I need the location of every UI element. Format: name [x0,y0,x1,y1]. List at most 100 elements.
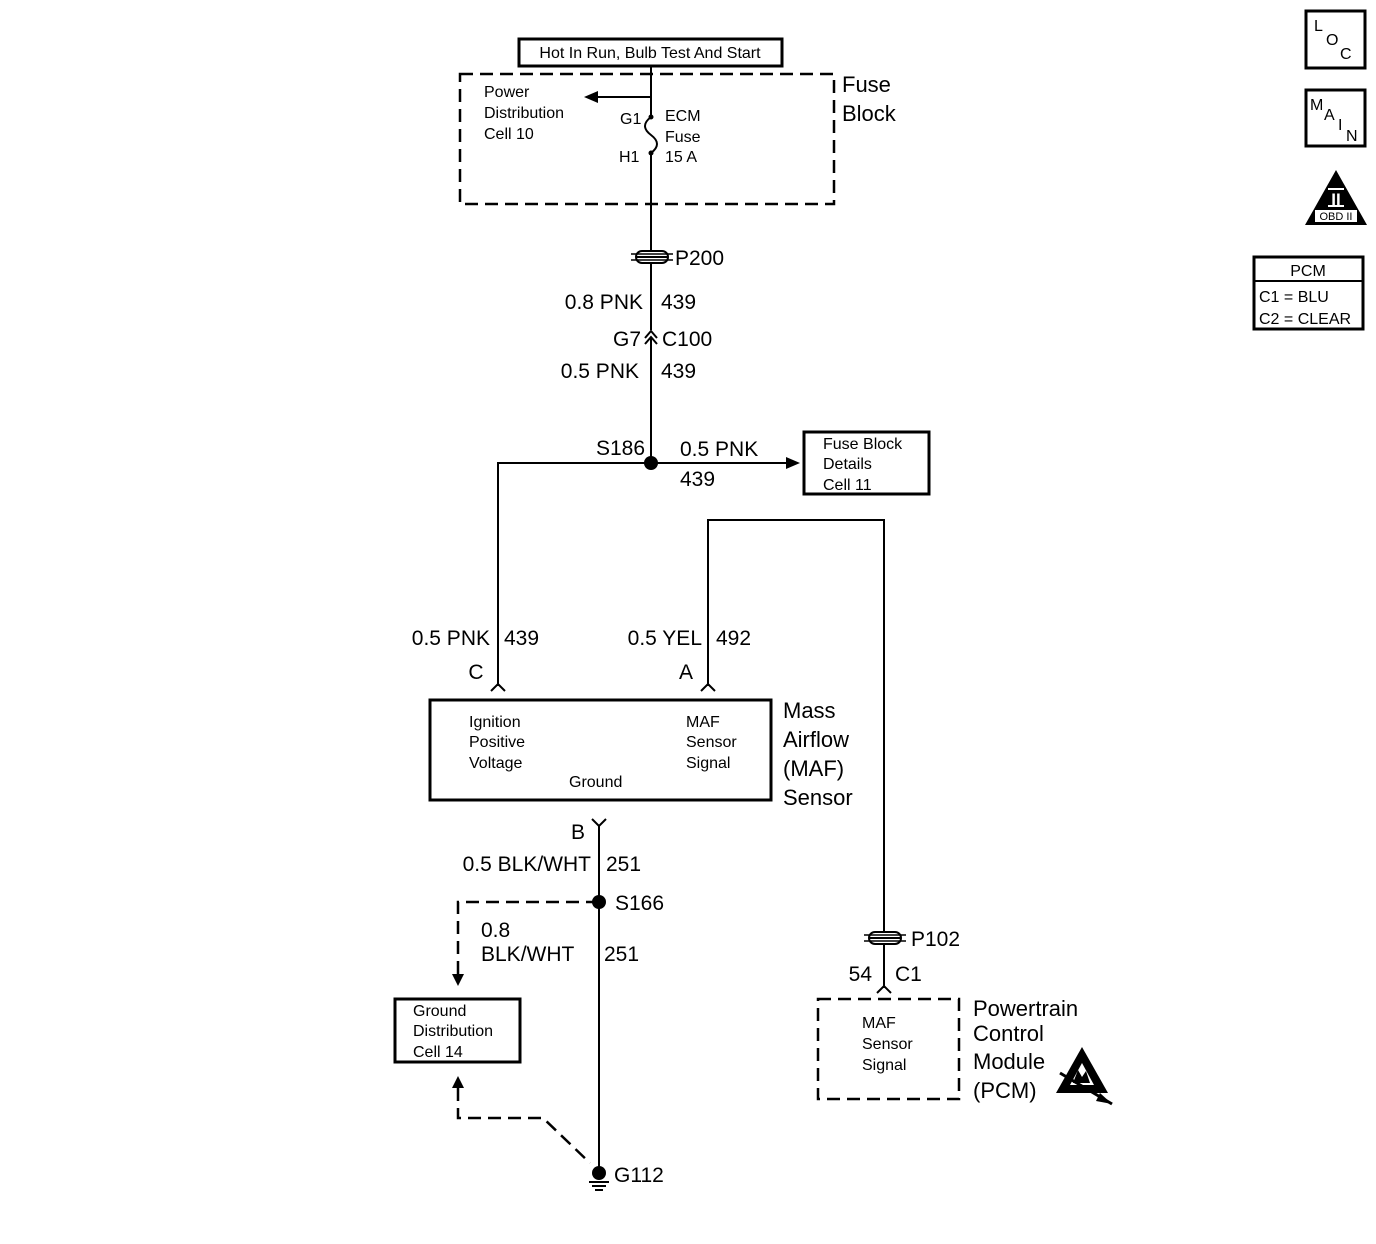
pcm-sig-line1: MAF [862,1015,896,1032]
pcm-legend-row1: C1 = BLU [1259,289,1329,306]
maf-ground-label: Ground [569,774,622,791]
maf-a-wire-gauge: 0.5 YEL [628,627,702,650]
branch-wire-gauge: 0.5 PNK [680,438,758,461]
maf-ign-line2: Positive [469,734,525,751]
upper-wire-circuit: 439 [661,291,696,314]
s166-label: S166 [615,892,664,915]
maf-pin-b-connector-icon [591,818,607,828]
maf-sig-line2: Sensor [686,734,737,751]
power-dist-line3: Cell 10 [484,126,534,143]
p200-label: P200 [675,247,724,270]
ground-dist-dashed-lower [456,1088,591,1164]
fuse-details-arrow [786,457,800,469]
g112-label: G112 [614,1164,664,1187]
maf-b-wire-gauge: 0.5 BLK/WHT [463,853,592,876]
ground-wire-circuit: 251 [604,943,639,966]
power-dist-line2: Distribution [484,105,564,122]
ecm-fuse-line1: ECM [665,108,701,125]
maf-ign-line1: Ignition [469,714,521,731]
ground-symbol-icon [589,1181,609,1191]
svg-text:A: A [1324,107,1335,124]
svg-text:II: II [1331,190,1340,209]
maf-c-wire-gauge: 0.5 PNK [412,627,490,650]
svg-text:C: C [1340,46,1352,63]
maf-pin-a-connector-icon [700,682,716,692]
pcm-title-2: Control [973,1021,1044,1046]
maf-title-3: (MAF) [783,756,844,781]
c100-pin: G7 [613,328,641,351]
obd-ii-icon[interactable]: II OBD II [1305,170,1367,225]
pcm-sig-line2: Sensor [862,1036,913,1053]
fuse-details-line1: Fuse Block [823,436,903,453]
fuse-details-line3: Cell 11 [823,477,872,494]
maf-sensor-box [428,698,773,802]
fuse-details-line2: Details [823,456,872,473]
maf-c-wire-circuit: 439 [504,627,539,650]
maf-pin-c: C [468,661,483,684]
maf-pin-c-wire [497,462,651,686]
svg-text:N: N [1346,128,1358,145]
ground-wire-gauge-1: 0.8 [481,919,510,942]
pcm-c1-connector-icon [876,984,892,994]
maf-signal-wire [707,519,885,988]
ground-dist-line1: Ground [413,1003,466,1020]
maf-title-1: Mass [783,698,836,723]
svg-text:I: I [1338,117,1342,134]
loc-icon[interactable]: L O C [1304,9,1367,70]
maf-sig-line1: MAF [686,714,720,731]
svg-text:O: O [1326,32,1338,49]
maf-pin-b: B [571,821,585,844]
pcm-title-4: (PCM) [973,1078,1037,1103]
ground-dist-line2: Distribution [413,1023,493,1040]
maf-a-wire-circuit: 492 [716,627,751,650]
fuse-details-box [802,430,931,496]
s186-label: S186 [596,437,645,460]
maf-title-2: Airflow [783,727,849,752]
fuse-block-title-2: Block [842,101,897,126]
maf-pin-a: A [679,661,693,684]
ground-dist-line3: Cell 14 [413,1044,463,1061]
fuse-pin-h1: H1 [619,149,640,166]
ground-dist-arrow-up [452,974,464,986]
p200-connector-icon [631,250,673,264]
fuse-block-outline [458,72,836,206]
power-dist-arrow [584,91,598,103]
maf-sig-line3: Signal [686,755,730,772]
pcm-title-1: Powertrain [973,996,1078,1021]
svg-text:L: L [1314,18,1323,35]
svg-text:OBD II: OBD II [1319,211,1352,223]
ecm-fuse-line2: Fuse [665,129,701,146]
power-dist-line1: Power [484,84,530,101]
maf-b-wire-circuit: 251 [606,853,641,876]
lower-wire-gauge: 0.5 PNK [561,360,639,383]
svg-text:M: M [1310,97,1323,114]
esd-warning-icon [1056,1047,1113,1106]
branch-wire-circuit: 439 [680,468,715,491]
c100-label: C100 [662,328,712,351]
maf-pin-c-connector-icon [490,682,506,692]
fuse-block-title-1: Fuse [842,72,891,97]
ground-dist-arrow-down [452,1076,464,1088]
maf-title-4: Sensor [783,785,853,810]
ecm-fuse-line3: 15 A [665,149,697,166]
main-icon[interactable]: M A I N [1304,88,1367,148]
pcm-connector-label: C1 [895,963,922,986]
header-label: Hot In Run, Bulb Test And Start [539,45,761,62]
pcm-legend-row2: C2 = CLEAR [1259,311,1351,328]
upper-wire-gauge: 0.8 PNK [565,291,643,314]
pcm-box [816,997,961,1101]
pcm-legend-table: PCM C1 = BLU C2 = CLEAR [1252,255,1365,331]
fuse-pin-g1: G1 [620,111,641,128]
ground-wire-gauge-2: BLK/WHT [481,943,575,966]
ecm-fuse-symbol [644,116,658,154]
c100-male-icon [644,329,658,339]
p102-label: P102 [911,928,960,951]
pcm-legend-title: PCM [1290,263,1326,280]
ground-dist-box [393,997,522,1064]
maf-ign-line3: Voltage [469,755,522,772]
p102-connector-icon [864,931,906,945]
g112-ground-dot [592,1166,606,1180]
ground-dist-dashed-upper [456,900,599,976]
pcm-pin-number: 54 [849,963,873,986]
